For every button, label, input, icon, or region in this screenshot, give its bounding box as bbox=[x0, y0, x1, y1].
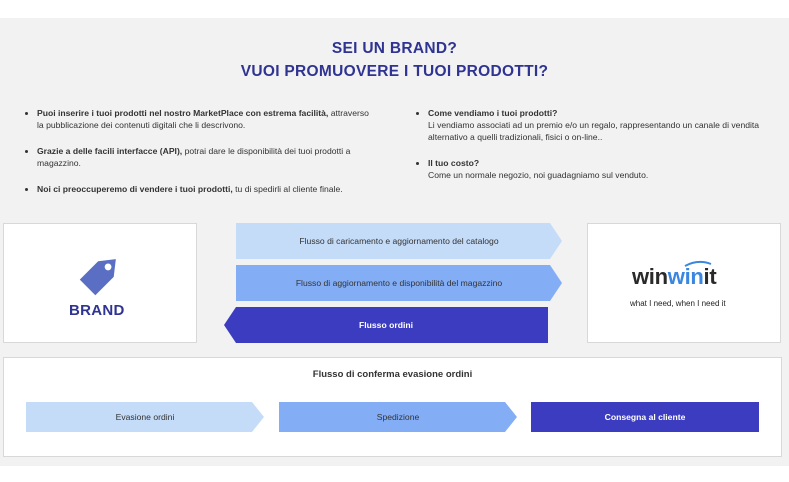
brand-label: BRAND bbox=[69, 302, 125, 319]
list-item: Noi ci preoccuperemo di vendere i tuoi p… bbox=[37, 183, 370, 195]
step-evasione-ordini: Evasione ordini bbox=[26, 402, 264, 432]
section-title-line2: VUOI PROMUOVERE I TUOI PRODOTTI? bbox=[240, 63, 549, 80]
winwinit-card: winwinit what I need, when I need it bbox=[587, 223, 781, 343]
winwinit-tagline: what I need, when I need it bbox=[630, 299, 726, 308]
stock-flow-label: Flusso di aggiornamento e disponibilità … bbox=[295, 278, 503, 288]
benefits-list-left: Puoi inserire i tuoi prodotti nel nostro… bbox=[25, 107, 370, 209]
step-consegna-al-cliente: Consegna al cliente bbox=[531, 402, 759, 432]
swoosh-icon bbox=[684, 260, 712, 267]
orders-flow-label: Flusso ordini bbox=[359, 320, 413, 330]
confirmation-title: Flusso di conferma evasione ordini bbox=[312, 369, 473, 380]
step-spedizione: Spedizione bbox=[279, 402, 517, 432]
tag-icon bbox=[79, 259, 116, 296]
brand-section: SEI UN BRAND? VUOI PROMUOVERE I TUOI PRO… bbox=[0, 18, 789, 466]
list-item: Puoi inserire i tuoi prodotti nel nostro… bbox=[37, 107, 370, 131]
list-item: Come vendiamo i tuoi prodotti?Li vendiam… bbox=[428, 107, 761, 143]
catalog-flow-label: Flusso di caricamento e aggiornamento de… bbox=[299, 236, 499, 246]
winwinit-logo: winwinit bbox=[632, 264, 717, 289]
catalog-flow-arrow: Flusso di caricamento e aggiornamento de… bbox=[236, 223, 562, 259]
list-item: Il tuo costo?Come un normale negozio, no… bbox=[428, 157, 761, 181]
orders-flow-arrow: Flusso ordini bbox=[224, 307, 548, 343]
section-title-line1: SEI UN BRAND? bbox=[331, 40, 458, 57]
brand-card: BRAND bbox=[3, 223, 197, 343]
stock-flow-arrow: Flusso di aggiornamento e disponibilità … bbox=[236, 265, 562, 301]
info-list-right: Come vendiamo i tuoi prodotti?Li vendiam… bbox=[416, 107, 761, 195]
list-item: Grazie a delle facili interfacce (API), … bbox=[37, 145, 370, 169]
order-confirmation-panel: Flusso di conferma evasione ordini Evasi… bbox=[3, 357, 782, 457]
